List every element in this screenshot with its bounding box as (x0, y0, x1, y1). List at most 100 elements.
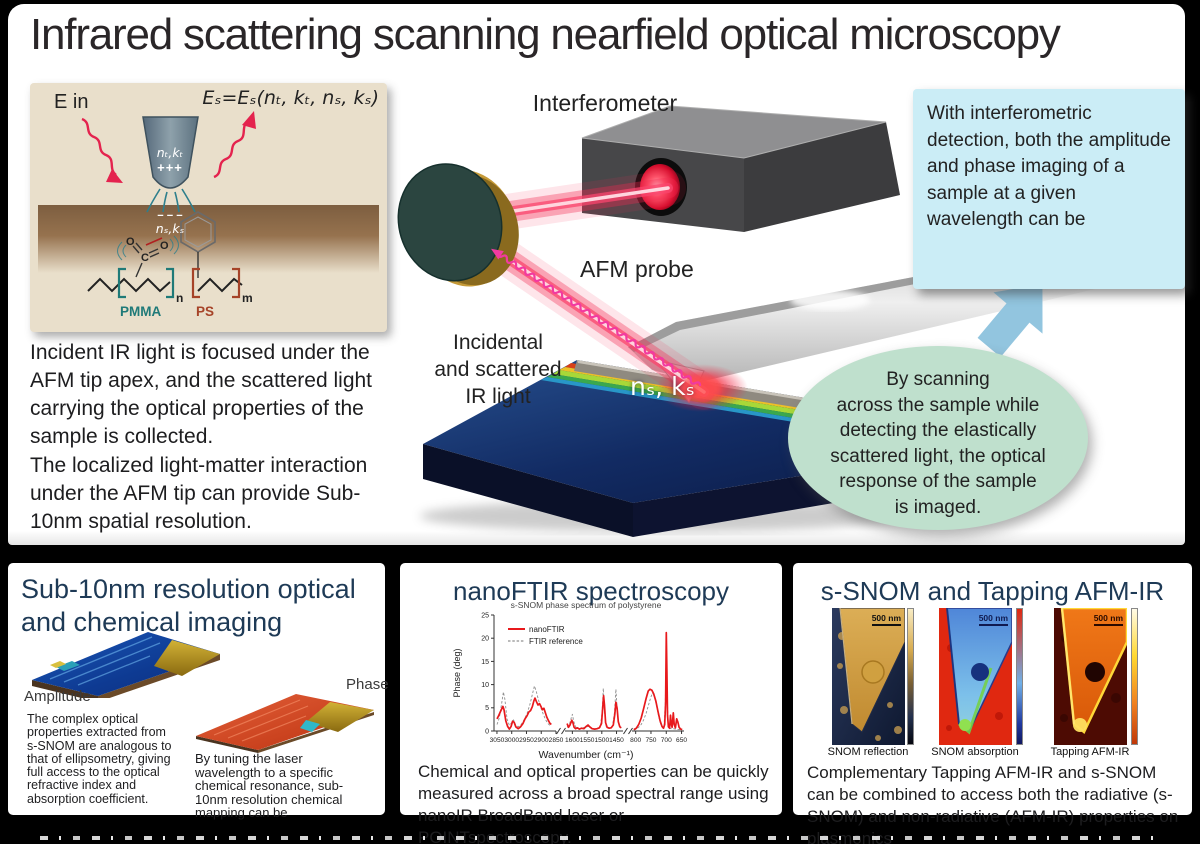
pmma-repeat-n: n (176, 291, 183, 305)
snom-absorption-label: SNOM absorption (931, 746, 1019, 758)
panel-imaging-title-line1: Sub-10nm resolution optical (21, 574, 356, 604)
tip-charges: +++ (157, 160, 183, 175)
carbon: C (141, 252, 149, 264)
tip-sample-inset: O C O n m PMMA PS nₜ,kₜ +++ − − − nₛ,kₛ … (30, 83, 387, 332)
svg-text:650: 650 (676, 737, 687, 744)
svg-text:2950: 2950 (519, 737, 534, 744)
interferometer-label: Interferometer (532, 90, 678, 116)
oxygen-1: O (126, 236, 135, 248)
svg-text:Wavenumber (cm⁻¹): Wavenumber (cm⁻¹) (539, 749, 634, 761)
svg-text:FTIR reference: FTIR reference (529, 637, 583, 646)
incident-light-line: and scattered (434, 358, 562, 381)
svg-text:1550: 1550 (580, 737, 595, 744)
svg-text:3000: 3000 (504, 737, 519, 744)
scalebar-1-bar (871, 624, 901, 626)
scalebar-3: 500 nm (1093, 613, 1123, 626)
svg-text:20: 20 (481, 636, 489, 643)
svg-text:1450: 1450 (609, 737, 624, 744)
scanning-callout-line: By scanning (886, 369, 990, 390)
scalebar-3-text: 500 nm (1093, 613, 1123, 623)
scattered-wave-arrow (491, 248, 702, 387)
svg-text:2850: 2850 (549, 737, 564, 744)
intro-paragraph-1: Incident IR light is focused under the A… (30, 341, 373, 448)
ps-brackets (191, 267, 241, 299)
field-lines (146, 188, 196, 213)
svg-text:5: 5 (485, 705, 489, 712)
svg-text:3050: 3050 (490, 737, 505, 744)
scalebar-3-bar (1093, 624, 1123, 626)
colorbar-afmir (1131, 608, 1138, 745)
svg-text:15: 15 (481, 659, 489, 666)
scanning-callout-line: scattered light, the optical (830, 445, 1046, 467)
panel-nanoftir-title: nanoFTIR spectroscopy (452, 576, 729, 606)
resonance-arrow (145, 237, 163, 246)
vibration-arcs (117, 235, 179, 261)
tip-sample-art: O C O n m PMMA PS nₜ,kₜ +++ − − − nₛ,kₛ (38, 111, 379, 319)
pmma-label: PMMA (120, 304, 161, 319)
outgoing-arrowhead (242, 111, 256, 129)
ps-label: PS (196, 304, 214, 319)
scanning-callout-line: detecting the elastically (839, 420, 1037, 441)
incoming-arrowhead (106, 169, 123, 183)
oxygen-2: O (160, 240, 169, 252)
svg-text:0: 0 (485, 728, 489, 735)
scalebar-1: 500 nm (871, 613, 901, 626)
scalebar-2-text: 500 nm (978, 613, 1008, 623)
incident-light-line: Incidental (453, 331, 543, 354)
panel-imaging: Sub-10nm resolution optical and chemical… (8, 563, 389, 820)
phase-label: Phase (346, 676, 389, 693)
polymer-backbone (87, 277, 243, 293)
scalebar-2: 500 nm (978, 613, 1008, 626)
e-in-label: E in (54, 91, 89, 113)
scattering-equation: Eₛ=Eₛ(nₜ, kₜ, nₛ, kₛ) (202, 87, 379, 109)
svg-text:700: 700 (661, 737, 672, 744)
snom-reflection-label: SNOM reflection (827, 746, 909, 758)
panel-imaging-title-line2: and chemical imaging (21, 607, 283, 637)
panel-snom-title: s-SNOM and Tapping AFM-IR (820, 576, 1165, 606)
amplitude-image (32, 632, 220, 698)
pmma-brackets (117, 267, 175, 299)
scanning-callout: By scanning across the sample while dete… (788, 346, 1088, 530)
colorbar-absorption (1016, 608, 1023, 745)
tapping-afmir-image: 500 nm (1054, 608, 1127, 745)
imaging-left-text: The complex optical properties extracted… (27, 712, 172, 806)
tapping-afmir-label: Tapping AFM-IR (1050, 746, 1130, 758)
phase-image (196, 694, 374, 753)
sample-optical-label: nₛ, kₛ (630, 372, 695, 401)
svg-text:nanoFTIR: nanoFTIR (529, 625, 565, 634)
section-shadow (8, 531, 1185, 545)
svg-text:Phase (deg): Phase (deg) (452, 648, 462, 697)
svg-text:800: 800 (630, 737, 641, 744)
cropped-caption-remnant (40, 836, 1160, 840)
snom-reflection-image: 500 nm (832, 608, 905, 745)
panel-imaging-title: Sub-10nm resolution optical and chemical… (21, 573, 356, 639)
surface-charges: − − − (157, 210, 182, 222)
svg-text:750: 750 (645, 737, 656, 744)
svg-text:s-SNOM phase spectrum of polys: s-SNOM phase spectrum of polystyrene (511, 600, 662, 610)
sample-band (38, 205, 379, 273)
scalebar-1-text: 500 nm (871, 613, 901, 623)
svg-text:1600: 1600 (565, 737, 580, 744)
svg-text:25: 25 (481, 612, 489, 619)
svg-text:1500: 1500 (594, 737, 609, 744)
incident-light-line: IR light (465, 385, 531, 408)
scanning-callout-line: across the sample while (836, 394, 1040, 416)
scanning-callout-line: response of the sample (839, 471, 1037, 492)
snom-caption: Complementary Tapping AFM-IR and s-SNOM … (807, 763, 1179, 844)
interferometric-detection-callout: With interferometric detection, both the… (913, 89, 1185, 289)
carbonyl-group (132, 242, 199, 278)
incident-light-label: Incidental and scattered IR light (418, 329, 578, 410)
ps-repeat-m: m (242, 291, 253, 305)
intro-paragraph-2: The localized light-matter interaction u… (30, 454, 368, 533)
callout-arrow (977, 283, 1043, 358)
scalebar-2-bar (978, 624, 1008, 626)
colorbar-reflection (907, 608, 914, 745)
snom-absorption-image: 500 nm (939, 608, 1012, 745)
tip-optical-label: nₜ,kₜ (157, 145, 184, 160)
incoming-ir-arrow (81, 117, 117, 176)
panel-nanoftir: nanoFTIR spectroscopy s-SNOM phase spect… (400, 563, 782, 844)
panel-snom-afmir: s-SNOM and Tapping AFM-IR (793, 563, 1192, 844)
scanning-callout-line: is imaged. (894, 496, 982, 518)
